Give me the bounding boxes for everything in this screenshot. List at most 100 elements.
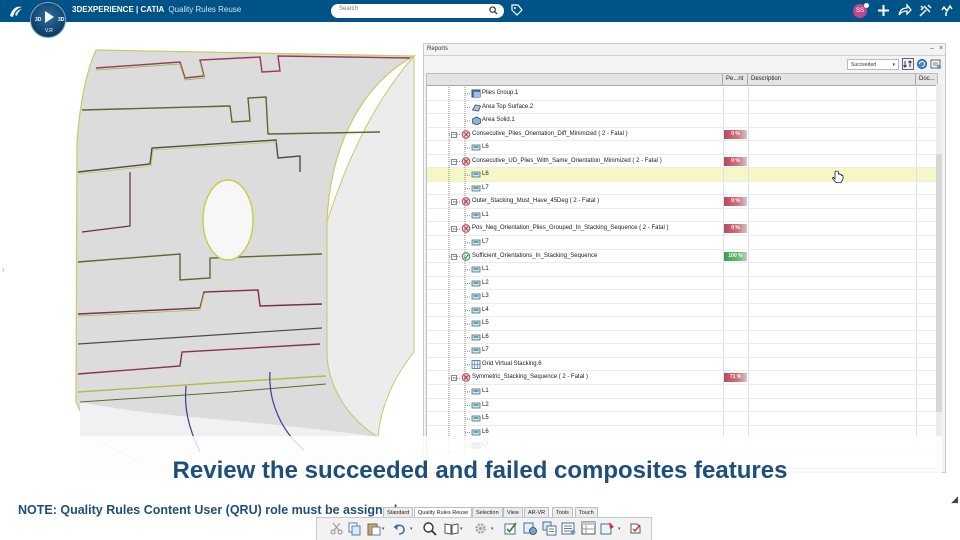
analysis-icon[interactable] [628,521,643,536]
search-icon[interactable] [489,6,498,15]
collapse-node-icon[interactable]: − [451,253,457,260]
check-report-icon[interactable] [503,521,518,536]
column-header-doc[interactable]: Doc... [916,74,937,86]
paste-icon[interactable] [366,521,381,536]
cell-separator [748,127,749,141]
table-row[interactable]: L6 [427,168,937,182]
scrollbar-thumb[interactable] [936,154,942,412]
settings-gear-icon[interactable] [473,521,488,536]
status-filter-select[interactable]: Succeeded ▾ [847,59,899,70]
row-label: Grid Virtual Stacking.6 [482,360,542,367]
table-row[interactable]: L7 [427,344,937,358]
table-row[interactable]: − Consecutive_Plies_Orientation_Diff_Mini… [427,127,937,142]
cell-separator [916,87,917,100]
cell-separator [748,168,749,181]
rule-set-icon[interactable] [523,521,538,536]
avatar[interactable]: SS [853,3,869,18]
3d-viewport[interactable] [0,22,423,502]
play-icon[interactable] [45,11,54,23]
zoom-icon[interactable] [422,521,437,536]
settings-dropdown-icon[interactable]: ▾ [491,526,494,532]
table-row[interactable]: Grid Virtual Stacking.6 [427,357,937,372]
cell-separator [723,168,724,181]
cell-separator [916,290,917,303]
table-row[interactable]: L2 [427,398,937,413]
cell-separator [916,276,917,290]
tag-icon[interactable] [511,4,523,17]
collapse-node-icon[interactable]: − [451,158,457,165]
ply-icon [471,280,481,287]
cell-separator [916,330,917,344]
column-header-description[interactable]: Description [748,74,916,86]
cell-separator [748,276,749,290]
table-row[interactable]: L7 [427,181,937,196]
cell-separator [916,154,917,168]
cell-separator [748,181,749,195]
table-row[interactable]: −Consecutive_UD_Plies_With_Same_Orientat… [427,154,937,169]
cell-separator [916,100,917,114]
minimize-icon[interactable]: – [930,45,934,52]
table-row[interactable]: L6 [427,141,937,155]
collapse-node-icon[interactable]: − [451,199,457,206]
table-row[interactable]: Plies Group.1 [427,87,937,101]
table-row[interactable]: L5 [427,412,937,426]
table-row[interactable]: L4 [427,303,937,318]
sort-icon[interactable] [902,58,914,70]
table-row[interactable]: −Symmetric_Stacking_Sequence ( 2 - Fatal… [427,371,937,386]
dassault-logo-icon[interactable] [8,3,24,19]
expand-left-icon[interactable]: › [2,265,5,274]
cell-separator [748,330,749,344]
collapse-node-icon[interactable]: − [451,131,457,138]
row-label: Area Top Surface.2 [482,103,534,110]
table-row[interactable]: −Pos_Neg_Orientation_Plies_Grouped_In_St… [427,222,937,237]
book-dropdown-icon[interactable]: ▾ [460,526,463,532]
collapse-node-icon[interactable]: − [451,226,457,233]
paste-dropdown-icon[interactable]: ▾ [382,526,385,532]
copy-icon[interactable] [347,521,362,536]
table-report-icon[interactable] [581,521,596,536]
collapse-node-icon[interactable]: − [451,375,457,382]
cell-separator [723,141,724,154]
undo-dropdown-icon[interactable]: ▾ [410,526,413,532]
refresh-icon[interactable] [916,58,928,70]
rule-check-dropdown-icon[interactable]: ▾ [618,526,621,532]
search-bar[interactable]: Search [331,4,504,18]
table-row[interactable]: −Sufficient_Orientations_In_Stacking_Seq… [427,249,937,264]
cell-separator [916,263,917,276]
cell-separator [748,425,749,439]
report-list-icon[interactable] [561,521,576,536]
status-filter-value: Succeeded [851,62,877,68]
export-icon[interactable] [930,58,942,70]
column-header-name[interactable] [427,74,723,86]
book-icon[interactable] [444,521,459,536]
percent-badge: 0 % [724,156,747,166]
share-icon[interactable] [897,3,912,18]
table-row[interactable]: Area Top Surface.2 [427,100,937,115]
cell-separator [723,127,724,141]
table-row[interactable]: −Outer_Stacking_Must_Have_45Deg ( 2 - Fa… [427,195,937,209]
cut-icon[interactable] [329,521,344,536]
table-row[interactable]: L5 [427,317,937,331]
ply-icon [471,212,481,219]
table-row[interactable]: Area Solid.1 [427,114,937,128]
rule-manager-icon[interactable] [542,521,557,536]
help-icon[interactable] [939,3,954,18]
table-row[interactable]: L3 [427,290,937,304]
table-row[interactable]: L1 [427,385,937,399]
table-row[interactable]: L6 [427,330,937,345]
row-label: Consecutive_Plies_Orientation_Diff_Minim… [472,130,628,137]
resize-grip-icon[interactable]: ◢ [951,494,958,504]
table-row[interactable]: L2 [427,276,937,291]
composite-part-model[interactable] [0,22,423,502]
cell-separator [723,398,724,412]
table-row[interactable]: L1 [427,263,937,277]
close-icon[interactable]: × [939,45,944,52]
tools-icon[interactable] [918,3,933,18]
column-header-percent[interactable]: Pe...nt [723,74,748,86]
table-row[interactable]: L1 [427,208,937,223]
add-icon[interactable] [876,3,891,18]
table-row[interactable]: L7 [427,236,937,250]
undo-icon[interactable] [392,521,407,536]
rule-check-icon[interactable] [600,521,615,536]
compass-widget[interactable]: 3D 3D V.R [30,2,66,38]
